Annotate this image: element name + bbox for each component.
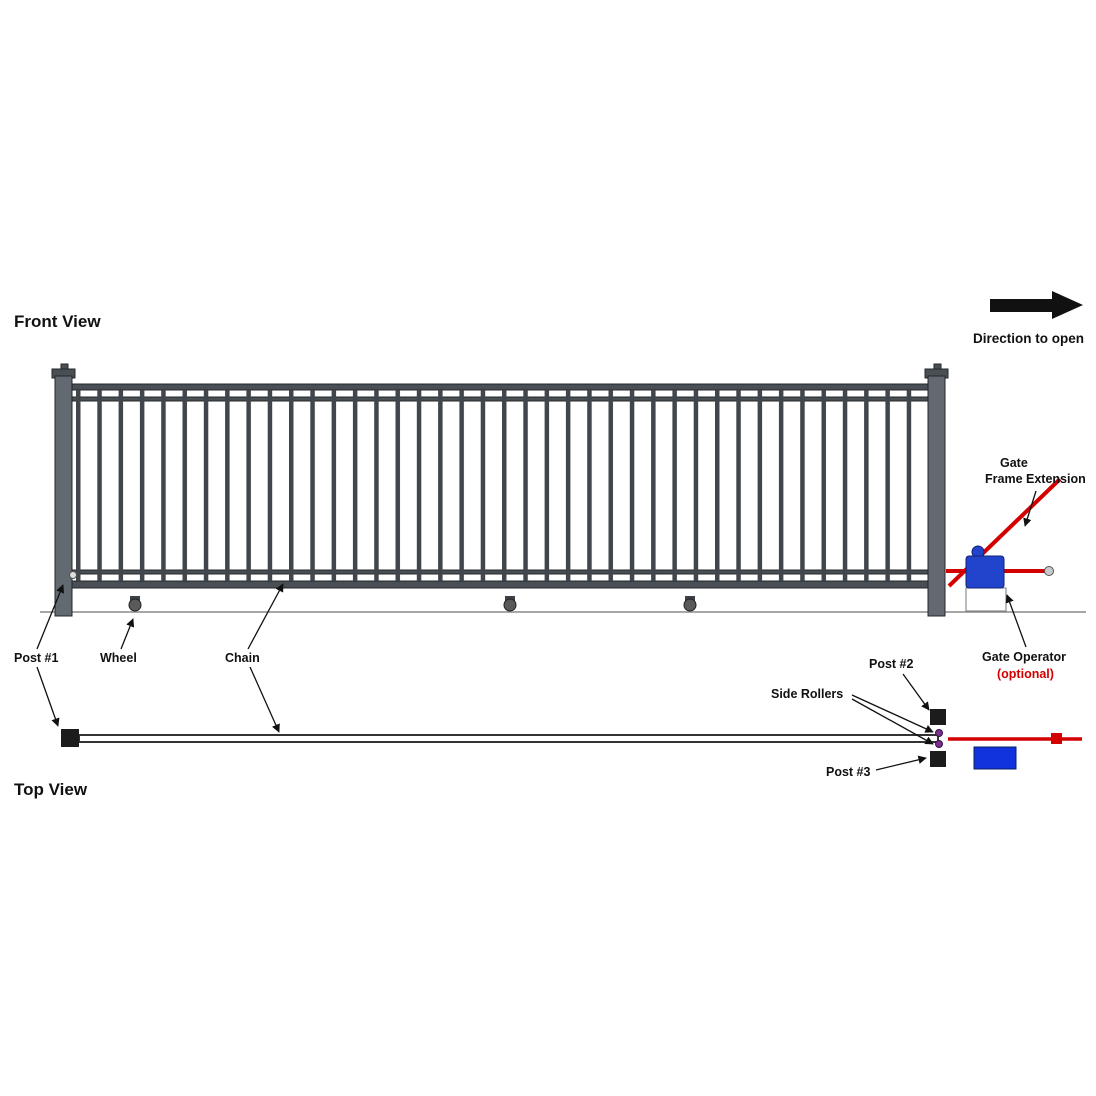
wheel-left bbox=[128, 596, 142, 612]
post2-pointer-arrow bbox=[902, 673, 930, 711]
direction-to-open-label: Direction to open bbox=[973, 331, 1084, 346]
operator-body bbox=[965, 555, 1005, 589]
wheel-right bbox=[683, 596, 697, 612]
bottom-rail-chain bbox=[71, 580, 929, 589]
side-roller-dot-top bbox=[935, 729, 943, 737]
front-view-title: Front View bbox=[14, 312, 101, 331]
top-view-title: Top View bbox=[14, 780, 88, 799]
frame-extension-top-square bbox=[1051, 733, 1062, 744]
side-rollers-label: Side Rollers bbox=[771, 687, 843, 701]
top-view-gate bbox=[61, 709, 1082, 770]
side-roller-dot-bottom bbox=[935, 740, 943, 748]
post3-label: Post #3 bbox=[826, 765, 871, 779]
wheel-label: Wheel bbox=[100, 651, 137, 665]
gate-operator-optional-label: (optional) bbox=[997, 667, 1054, 681]
post1-arrow-up bbox=[36, 584, 65, 650]
frame-extension-roller bbox=[1044, 566, 1054, 576]
post2-top-square bbox=[930, 709, 946, 725]
post-front-right bbox=[924, 363, 949, 617]
post3-pointer-arrow bbox=[875, 755, 927, 771]
gate-operator-front bbox=[965, 545, 1007, 612]
post1-label: Post #1 bbox=[14, 651, 59, 665]
direction-to-open-arrow-icon bbox=[990, 291, 1083, 319]
side-rollers-arrow-2 bbox=[851, 698, 934, 745]
top-view-gate-bar bbox=[78, 734, 939, 743]
frame-extension-label-line2: Frame Extension bbox=[985, 472, 1086, 486]
operator-top-box bbox=[973, 746, 1017, 770]
post1-arrow-down bbox=[36, 666, 60, 727]
post3-top-square bbox=[930, 751, 946, 767]
chain-label: Chain bbox=[225, 651, 260, 665]
wheel-pointer-arrow bbox=[120, 618, 135, 650]
operator-pedestal bbox=[965, 587, 1007, 612]
picket-panel bbox=[76, 390, 926, 581]
gate-operator-pointer-arrow bbox=[1005, 594, 1027, 648]
post1-front bbox=[51, 363, 77, 617]
side-rollers-arrow-1 bbox=[851, 694, 934, 733]
chain-arrow-down bbox=[249, 666, 280, 733]
top-rail-upper bbox=[71, 383, 929, 391]
latch-bolt bbox=[69, 571, 77, 579]
post1-top-square bbox=[61, 729, 79, 747]
gate-operator-label: Gate Operator bbox=[982, 650, 1066, 664]
post2-label: Post #2 bbox=[869, 657, 914, 671]
front-view-gate bbox=[51, 363, 949, 617]
wheel-middle bbox=[503, 596, 517, 612]
frame-extension-label-line1: Gate bbox=[1000, 456, 1028, 470]
frame-extension-pointer-arrow bbox=[1023, 490, 1037, 527]
chain-arrow-up bbox=[247, 583, 284, 650]
